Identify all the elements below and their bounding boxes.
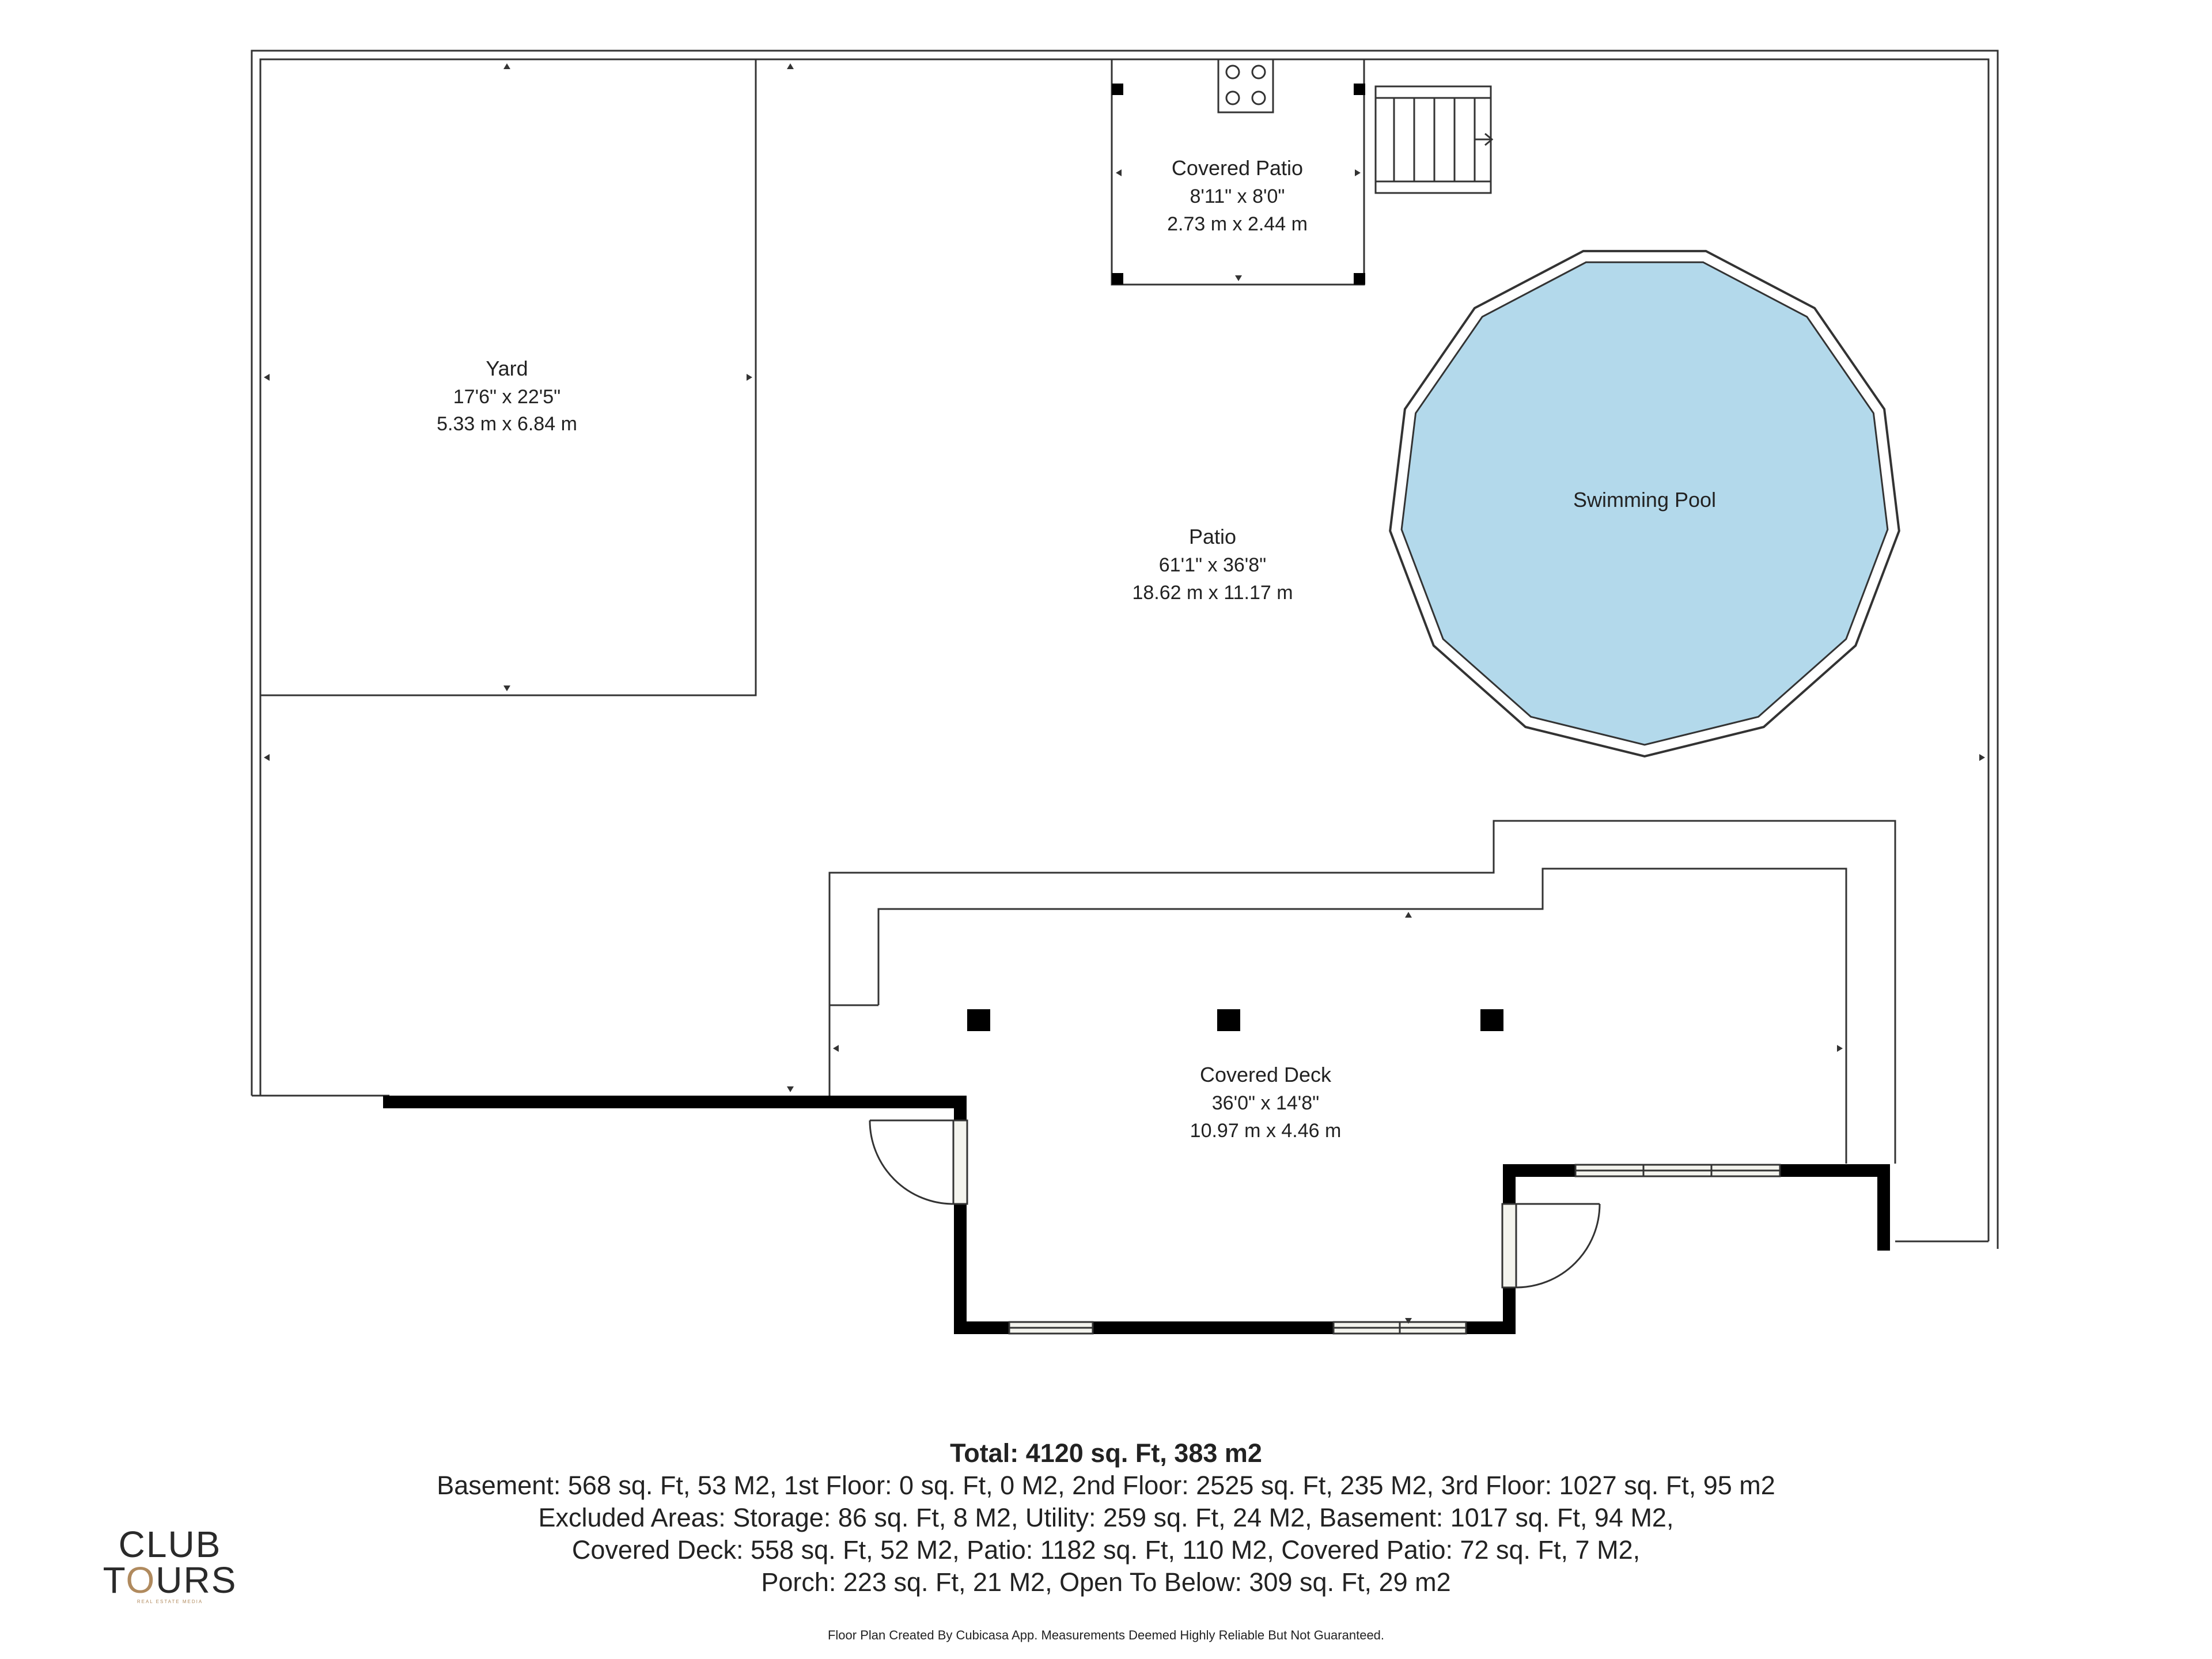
logo-tagline: REAL ESTATE MEDIA — [137, 1599, 203, 1604]
covered-patio-dim-metric: 2.73 m x 2.44 m — [1167, 213, 1308, 235]
summary-line-4: Porch: 223 sq. Ft, 21 M2, Open To Below:… — [761, 1567, 1451, 1597]
exterior-walls — [383, 1096, 1890, 1334]
covered-deck-label: Covered Deck 36'0" x 14'8" 10.97 m x 4.4… — [1190, 1063, 1342, 1142]
yard-label: Yard 17'6" x 22'5" 5.33 m x 6.84 m — [437, 357, 577, 435]
covered-deck-dim-metric: 10.97 m x 4.46 m — [1190, 1120, 1342, 1142]
patio-dim-metric: 18.62 m x 11.17 m — [1132, 582, 1293, 604]
covered-patio-label: Covered Patio 8'11" x 8'0" 2.73 m x 2.44… — [1167, 156, 1308, 235]
yard-name: Yard — [486, 357, 528, 380]
yard-dim-metric: 5.33 m x 6.84 m — [437, 413, 577, 435]
covered-patio-area — [1111, 59, 1365, 286]
summary-total: Total: 4120 sq. Ft, 383 m2 — [950, 1438, 1262, 1468]
stairs-icon — [1374, 85, 1494, 194]
footer-disclaimer: Floor Plan Created By Cubicasa App. Meas… — [827, 1628, 1385, 1642]
windows — [1008, 1164, 1781, 1335]
covered-patio-name: Covered Patio — [1172, 156, 1303, 180]
club-tours-logo: CLUB TOURS REAL ESTATE MEDIA — [98, 1524, 242, 1604]
pool-label: Swimming Pool — [1573, 488, 1716, 512]
cooktop-icon — [1217, 58, 1274, 113]
swimming-pool — [1389, 249, 1900, 758]
summary-line-3: Covered Deck: 558 sq. Ft, 52 M2, Patio: … — [571, 1535, 1641, 1565]
logo-line-2: TOURS — [103, 1559, 237, 1601]
patio-dim-imperial: 61'1" x 36'8" — [1159, 554, 1266, 576]
door-right — [1501, 1203, 1601, 1289]
logo-line-1: CLUB — [118, 1524, 222, 1565]
covered-deck-name: Covered Deck — [1200, 1063, 1332, 1086]
yard-dim-imperial: 17'6" x 22'5" — [453, 386, 560, 408]
covered-patio-dim-imperial: 8'11" x 8'0" — [1190, 185, 1285, 207]
summary-line-1: Basement: 568 sq. Ft, 53 M2, 1st Floor: … — [437, 1471, 1775, 1500]
yard-area — [259, 58, 757, 696]
patio-label: Patio 61'1" x 36'8" 18.62 m x 11.17 m — [1132, 525, 1293, 604]
pool-name: Swimming Pool — [1573, 488, 1716, 512]
covered-deck-dim-imperial: 36'0" x 14'8" — [1212, 1092, 1319, 1114]
summary-line-2: Excluded Areas: Storage: 86 sq. Ft, 8 M2… — [538, 1503, 1674, 1532]
dimension-markers — [264, 63, 1985, 1324]
deck-posts — [967, 1009, 1503, 1031]
covered-deck-outline — [828, 820, 1896, 1164]
area-summary: Total: 4120 sq. Ft, 383 m2 Basement: 568… — [0, 1437, 2212, 1599]
patio-name: Patio — [1189, 525, 1236, 548]
door-left — [869, 1119, 968, 1205]
